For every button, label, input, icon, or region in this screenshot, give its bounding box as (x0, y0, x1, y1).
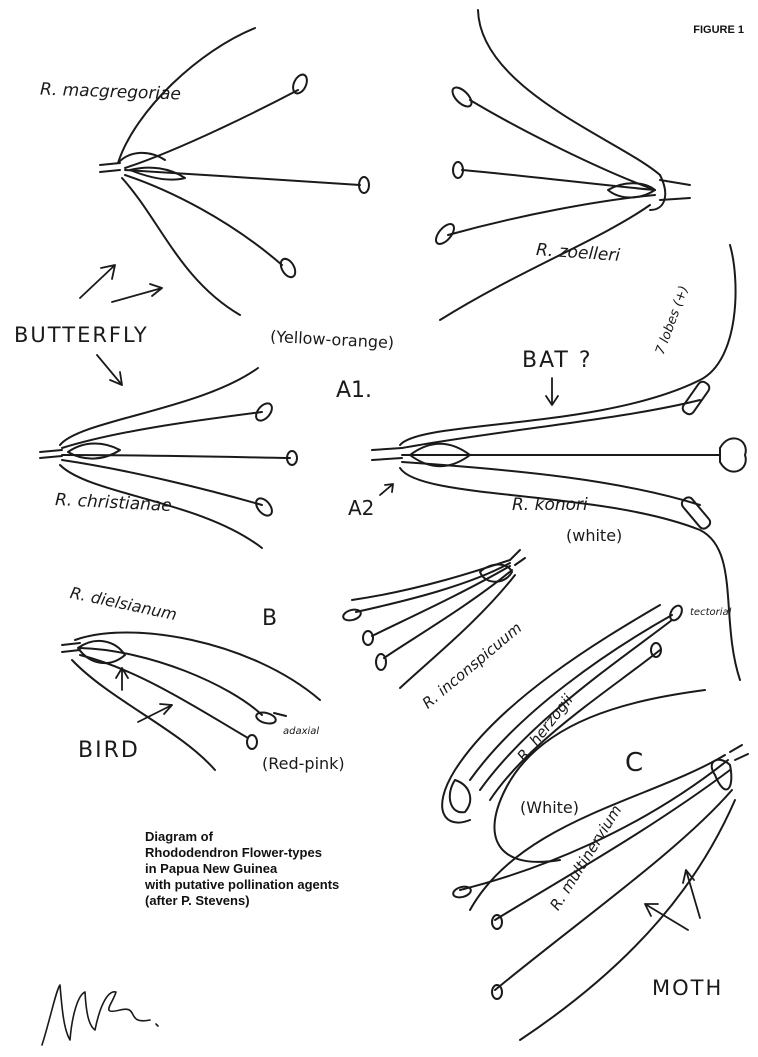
note-adaxial: adaxial (283, 727, 319, 737)
color-note-red-pink: (Red-pink) (262, 756, 345, 772)
group-a1-label: A1. (336, 380, 372, 402)
pollinator-butterfly: BUTTERFLY (14, 325, 149, 346)
caption-line-4: with putative pollination agents (145, 877, 445, 893)
group-a2-label: A2 (348, 498, 374, 518)
flower-macgregoriae (100, 28, 369, 315)
caption-line-2: Rhododendron Flower-types (145, 845, 445, 861)
flower-zoelleri (433, 10, 690, 320)
caption-line-5: (after P. Stevens) (145, 893, 445, 909)
species-label-konori: R. konori (512, 497, 588, 514)
note-tectorial: tectorial (690, 608, 731, 618)
flower-inconspicuum (342, 550, 525, 688)
pollinator-bat: BAT ? (522, 350, 593, 372)
caption-line-1: Diagram of (145, 829, 445, 845)
group-c-label: C (625, 750, 643, 776)
flower-christianae (40, 368, 297, 548)
caption-line-3: in Papua New Guinea (145, 861, 445, 877)
diagram-caption: Diagram of Rhododendron Flower-types in … (145, 829, 445, 909)
signature-mark (42, 985, 158, 1045)
color-note-white-herzogii: (White) (520, 800, 579, 816)
figure-label: FIGURE 1 (693, 24, 744, 36)
color-note-white-konori: (white) (566, 528, 622, 544)
species-label-macgregoriae: R. macgregoriae (40, 82, 181, 104)
pollinator-moth: MOTH (652, 978, 723, 999)
group-b-label: B (262, 608, 277, 630)
pollinator-bird: BIRD (78, 740, 140, 762)
